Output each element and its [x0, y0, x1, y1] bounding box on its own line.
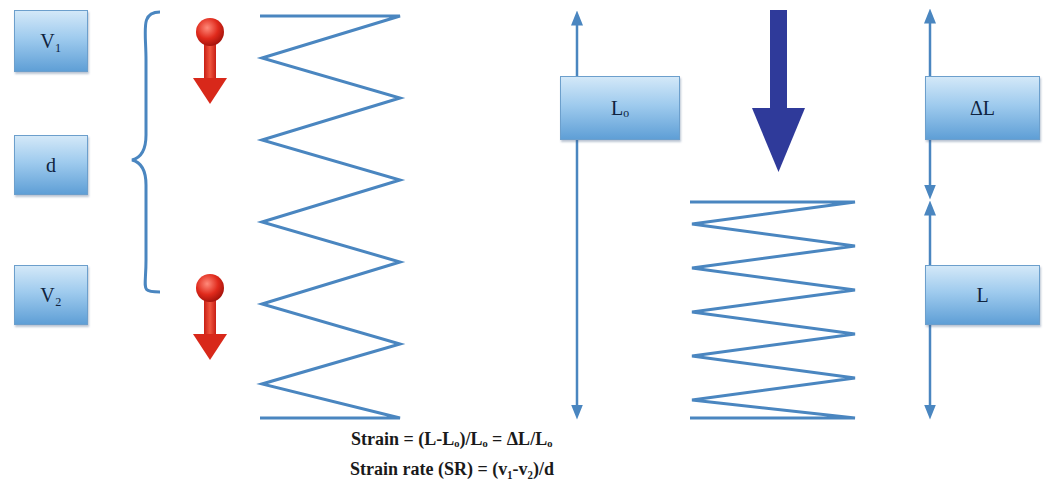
- box-label: ΔL: [964, 97, 1001, 120]
- velocity-arrow: [193, 274, 227, 360]
- label-box: L: [925, 265, 1040, 325]
- brace: [132, 12, 160, 292]
- label-box: V₂: [14, 265, 88, 325]
- formula: Strain rate (SR) = (v₁-v₂)/d: [350, 459, 554, 480]
- spring: [690, 202, 855, 418]
- label-box: d: [14, 135, 88, 195]
- velocity-arrow: [193, 18, 227, 104]
- box-label: L: [970, 284, 994, 307]
- formula: Strain = (L-Lₒ)/Lₒ = ΔL/Lₒ: [351, 429, 552, 450]
- box-label: d: [40, 154, 62, 177]
- box-label: Lₒ: [605, 97, 635, 120]
- box-label: V₂: [34, 284, 67, 307]
- label-box: V₁: [14, 10, 88, 72]
- label-box: Lₒ: [560, 76, 680, 140]
- box-label: V₁: [34, 30, 67, 53]
- label-box: ΔL: [925, 76, 1040, 140]
- compression-arrow: [752, 10, 805, 172]
- spring: [260, 16, 400, 418]
